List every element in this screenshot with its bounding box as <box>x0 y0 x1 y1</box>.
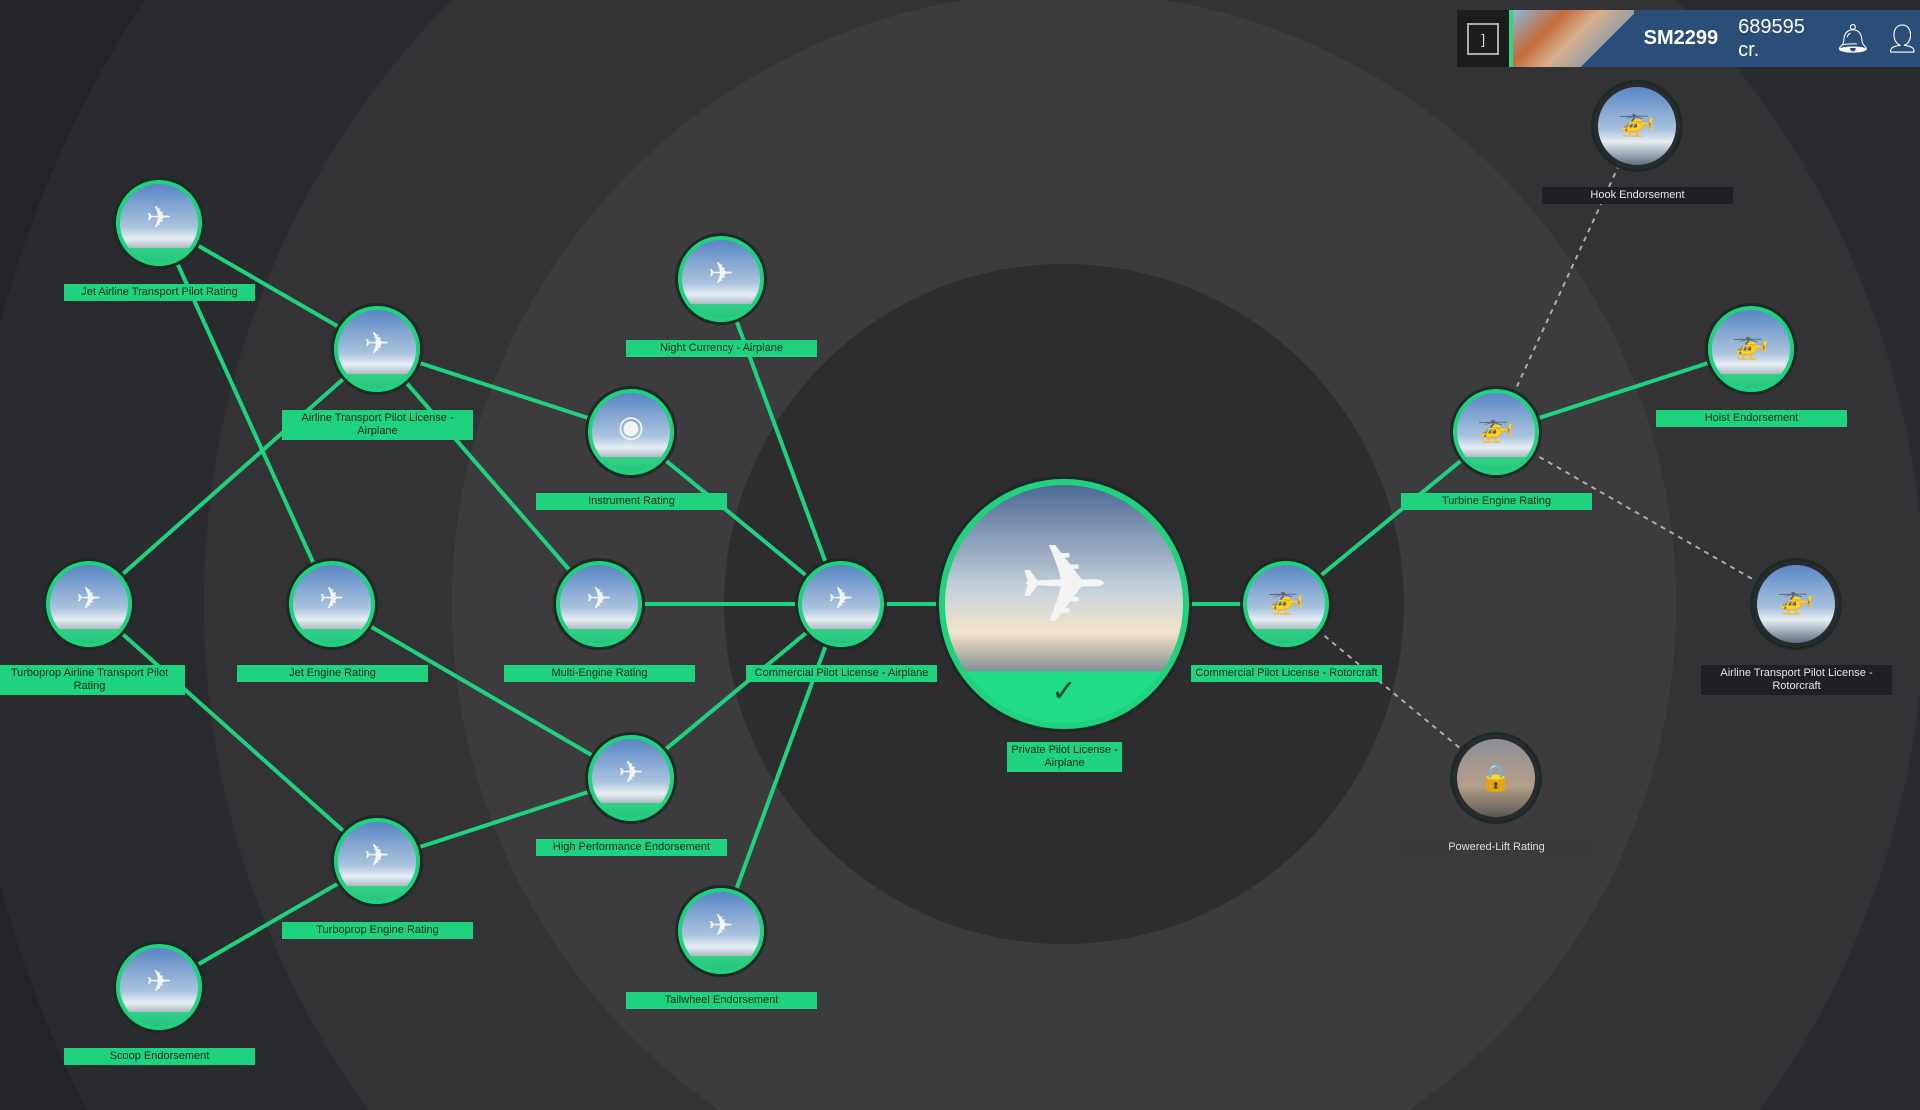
check-icon: ✓ <box>1746 374 1756 386</box>
license-node-hoist[interactable]: 🚁✓ <box>1708 306 1794 392</box>
check-icon: ✓ <box>327 629 337 641</box>
airplane-icon: ✈ <box>1017 523 1111 647</box>
avatar[interactable] <box>1509 10 1634 67</box>
user-icon[interactable]: 👤︎ <box>1884 23 1920 54</box>
check-icon: ✓ <box>626 457 636 469</box>
edge-night-cpl_a <box>719 278 843 605</box>
airplane-icon: ✈ <box>586 582 612 616</box>
check-icon: ✓ <box>716 304 726 316</box>
edge-turbine-atpl_r <box>1495 431 1797 605</box>
helicopter-icon: 🚁 <box>1477 410 1515 444</box>
helicopter-icon: 🚁 <box>1732 327 1770 361</box>
check-icon: ✓ <box>594 629 604 641</box>
license-node-scoop[interactable]: ✈✓ <box>116 944 202 1030</box>
license-label[interactable]: Jet Engine Rating <box>237 665 428 682</box>
license-label[interactable]: High Performance Endorsement <box>536 839 727 856</box>
check-icon: ✓ <box>154 248 164 260</box>
airplane-icon: ✈ <box>618 756 644 790</box>
license-label[interactable]: Powered-Lift Rating <box>1401 839 1592 856</box>
check-icon: ✓ <box>154 1012 164 1024</box>
license-node-highperf[interactable]: ✈✓ <box>588 735 674 821</box>
edge-atpl_a-turboprop_atp <box>87 347 379 606</box>
license-node-multi[interactable]: ✈✓ <box>556 561 642 647</box>
airplane-icon: ✈ <box>146 201 172 235</box>
airplane-icon: ✈ <box>319 582 345 616</box>
check-icon: ✓ <box>1491 457 1501 469</box>
airplane-icon: ✈ <box>364 327 390 361</box>
license-node-hook[interactable]: 🚁 <box>1594 83 1680 169</box>
license-node-turboprop_eng[interactable]: ✈✓ <box>334 818 420 904</box>
license-node-cpl_r[interactable]: 🚁✓ <box>1243 561 1329 647</box>
check-icon: ✓ <box>372 374 382 386</box>
license-label[interactable]: Commercial Pilot License - Rotorcraft <box>1191 665 1382 682</box>
airplane-icon: ✈ <box>708 257 734 291</box>
license-label[interactable]: Hook Endorsement <box>1542 187 1733 204</box>
license-label[interactable]: Private Pilot License - Airplane <box>1007 742 1122 772</box>
license-label[interactable]: Night Currency - Airplane <box>626 340 817 357</box>
profile-bar: SM2299 689595 cr. 🔔︎ 👤︎ <box>1633 10 1920 67</box>
license-node-atpl_a[interactable]: ✈✓ <box>334 306 420 392</box>
license-label[interactable]: Scoop Endorsement <box>64 1048 255 1065</box>
airplane-icon: ✈ <box>76 582 102 616</box>
edge-turbine-hook <box>1495 125 1638 433</box>
airplane-icon: ✈ <box>828 582 854 616</box>
license-node-turbine[interactable]: 🚁✓ <box>1453 389 1539 475</box>
check-icon: ✓ <box>372 886 382 898</box>
credits: 689595 cr. <box>1738 15 1805 61</box>
license-node-powered[interactable]: 🔒 <box>1453 735 1539 821</box>
license-node-atpl_r[interactable]: 🚁 <box>1753 561 1839 647</box>
license-label[interactable]: Tailwheel Endorsement <box>626 992 817 1009</box>
edge-atpl_a-instrument <box>376 347 632 434</box>
license-label[interactable]: Jet Airline Transport Pilot Rating <box>64 284 255 301</box>
helicopter-icon: 🚁 <box>1267 582 1305 616</box>
check-icon: ✓ <box>1281 629 1291 641</box>
edge-jet_engine-highperf <box>330 602 633 780</box>
airplane-icon: ✈ <box>708 909 734 943</box>
airplane-icon: ✈ <box>364 839 390 873</box>
license-node-night[interactable]: ✈✓ <box>678 236 764 322</box>
license-label[interactable]: Multi-Engine Rating <box>504 665 695 682</box>
check-icon: ✓ <box>1051 675 1077 708</box>
license-label[interactable]: Turbine Engine Rating <box>1401 493 1592 510</box>
bell-icon[interactable]: 🔔︎ <box>1834 23 1871 54</box>
license-label[interactable]: Airline Transport Pilot License - Rotorc… <box>1701 665 1892 695</box>
edge-tailwheel-cpl_a <box>719 603 843 932</box>
airplane-icon: ✈ <box>146 965 172 999</box>
license-label[interactable]: Turboprop Engine Rating <box>282 922 473 939</box>
helicopter-icon: 🚁 <box>1777 582 1815 616</box>
bracket-icon: ] <box>1467 22 1500 55</box>
license-label[interactable]: Turboprop Airline Transport Pilot Rating <box>0 665 185 695</box>
license-node-jet_atp[interactable]: ✈✓ <box>116 180 202 266</box>
license-node-instrument[interactable]: ◉✓ <box>588 389 674 475</box>
check-icon: ✓ <box>626 803 636 815</box>
lock-icon: 🔒 <box>1479 762 1513 793</box>
edge-turboprop_atp-turboprop_eng <box>87 602 379 863</box>
license-label[interactable]: Instrument Rating <box>536 493 727 510</box>
menu-button[interactable]: ] <box>1457 10 1510 67</box>
edge-turbine-hoist <box>1495 347 1752 434</box>
license-node-turboprop_atp[interactable]: ✈✓ <box>46 561 132 647</box>
license-label[interactable]: Hoist Endorsement <box>1656 410 1847 427</box>
license-node-cpl_a[interactable]: ✈✓ <box>798 561 884 647</box>
license-node-tailwheel[interactable]: ✈✓ <box>678 888 764 974</box>
check-icon: ✓ <box>716 956 726 968</box>
helicopter-icon: 🚁 <box>1618 104 1656 138</box>
edge-atpl_a-multi <box>375 347 601 606</box>
license-node-ppl[interactable]: ✈✓ <box>939 479 1189 729</box>
check-icon: ✓ <box>84 629 94 641</box>
license-node-jet_engine[interactable]: ✈✓ <box>289 561 375 647</box>
license-label[interactable]: Airline Transport Pilot License - Airpla… <box>282 410 473 440</box>
top-bar: ] SM2299 689595 cr. 🔔︎ 👤︎ <box>1457 10 1920 67</box>
check-icon: ✓ <box>836 629 846 641</box>
edge-turboprop_eng-highperf <box>376 776 632 863</box>
license-label[interactable]: Commercial Pilot License - Airplane <box>746 665 937 682</box>
airplane-icon: ◉ <box>617 410 645 444</box>
username: SM2299 <box>1643 27 1719 49</box>
